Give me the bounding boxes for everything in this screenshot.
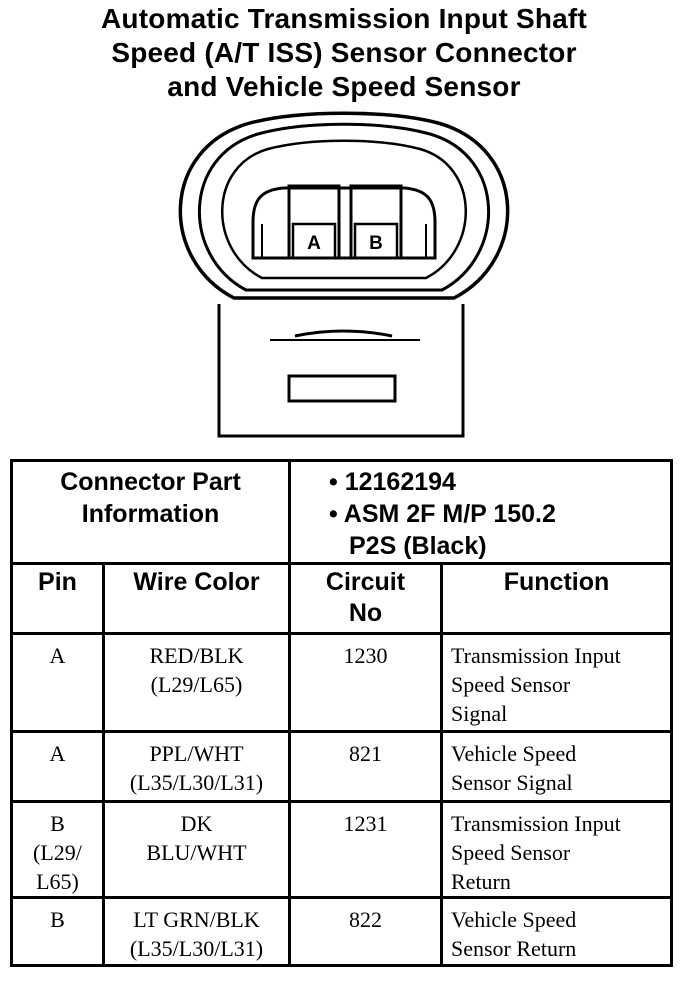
column-header-pin: Pin (10, 562, 105, 635)
table-row: B LT GRN/BLK (L35/L30/L31) 822 Vehicle Speed… (10, 896, 673, 967)
part-number: • 12162194 (329, 468, 456, 496)
circuit-cell: 1231 (288, 800, 443, 899)
pin-cell-line: A (49, 643, 66, 668)
terminal-a-box (291, 222, 337, 260)
pin-cell: B (10, 896, 105, 967)
wire-color-cell-line: RED/BLK (149, 643, 244, 668)
function-cell-line: Sensor Signal (451, 770, 573, 795)
wire-color-cell: LT GRN/BLK (L35/L30/L31) (102, 896, 291, 967)
table-row: B (L29/L65) DK BLU/WHT 1231 Transmission Inpu… (10, 800, 673, 899)
column-header-function: Function (440, 562, 673, 635)
pin-cell: A (10, 632, 105, 733)
column-header-wire-color: Wire Color (102, 562, 291, 635)
column-header-circuit: Circuit No (288, 562, 443, 635)
pin-cell-line: A (49, 741, 66, 766)
pin-cell-line: B (50, 811, 65, 836)
function-cell-line: Speed Sensor (451, 840, 571, 865)
part-description-cont: P2S (Black) (349, 532, 487, 560)
wire-color-cell: RED/BLK (L29/L65) (102, 632, 291, 733)
pin-cell: A (10, 730, 105, 803)
circuit-cell-line: 822 (349, 907, 382, 932)
function-cell-line: Vehicle Speed (451, 907, 577, 932)
part-info-label: Connector Part Information (10, 459, 291, 565)
title-line-3: and Vehicle Speed Sensor (167, 71, 521, 102)
circuit-cell: 822 (288, 896, 443, 967)
function-cell-line: Speed Sensor (451, 672, 571, 697)
wire-color-cell-line: BLU/WHT (146, 840, 247, 865)
wire-color-cell-line: PPL/WHT (149, 741, 244, 766)
circuit-cell-line: 1230 (343, 643, 388, 668)
connector-pinout-table: Connector Part Information • 12162194 • … (10, 459, 673, 967)
wire-color-cell: PPL/WHT (L35/L30/L31) (102, 730, 291, 803)
connector-flange (217, 304, 465, 438)
terminal-a-label: A (307, 233, 321, 254)
circuit-cell: 821 (288, 730, 443, 803)
wire-color-cell-line: (L35/L30/L31) (129, 936, 264, 961)
part-description: • ASM 2F M/P 150.2 (329, 500, 556, 528)
title-line-2: Speed (A/T ISS) Sensor Connector (111, 37, 577, 68)
function-cell-line: Transmission Input (451, 811, 621, 836)
circuit-cell-line: 1231 (343, 811, 388, 836)
connector-seal (221, 139, 467, 280)
part-info-row: Connector Part Information • 12162194 • … (10, 459, 673, 565)
function-cell-line: Return (451, 869, 511, 894)
connector-shell-inner-ring (198, 122, 490, 292)
wire-color-cell: DK BLU/WHT (102, 800, 291, 899)
wire-color-cell-line: DK (180, 811, 213, 836)
part-info-values: • 12162194 • ASM 2F M/P 150.2 P2S (Black… (288, 459, 673, 565)
function-cell-line: Vehicle Speed (451, 741, 577, 766)
function-cell-line: Transmission Input (451, 643, 621, 668)
circuit-cell-line: 821 (349, 741, 382, 766)
title-line-1: Automatic Transmission Input Shaft (101, 3, 587, 34)
function-cell-line: Signal (451, 701, 508, 726)
function-cell-line: Sensor Return (451, 936, 577, 961)
circuit-cell: 1230 (288, 632, 443, 733)
pin-cell: B (L29/L65) (10, 800, 105, 899)
wire-color-cell-line: (L29/L65) (150, 672, 243, 697)
pin-cell-line: L65) (36, 869, 79, 894)
diagram-title: Automatic Transmission Input Shaft Speed… (0, 2, 688, 104)
terminal-cavity (251, 186, 437, 260)
wire-color-cell-line: LT GRN/BLK (133, 907, 260, 932)
terminal-b-box (353, 222, 399, 260)
wire-color-cell-line: (L35/L30/L31) (129, 770, 264, 795)
pin-cell-line: (L29/ (33, 840, 82, 865)
connector-outer-shell (178, 111, 510, 300)
pin-cell-line: B (50, 907, 65, 932)
column-header-row: Pin Wire Color Circuit No Function (10, 562, 673, 635)
connector-drawing: A B (178, 111, 510, 438)
flange-slot (287, 374, 397, 403)
terminal-b-label: B (369, 233, 383, 254)
